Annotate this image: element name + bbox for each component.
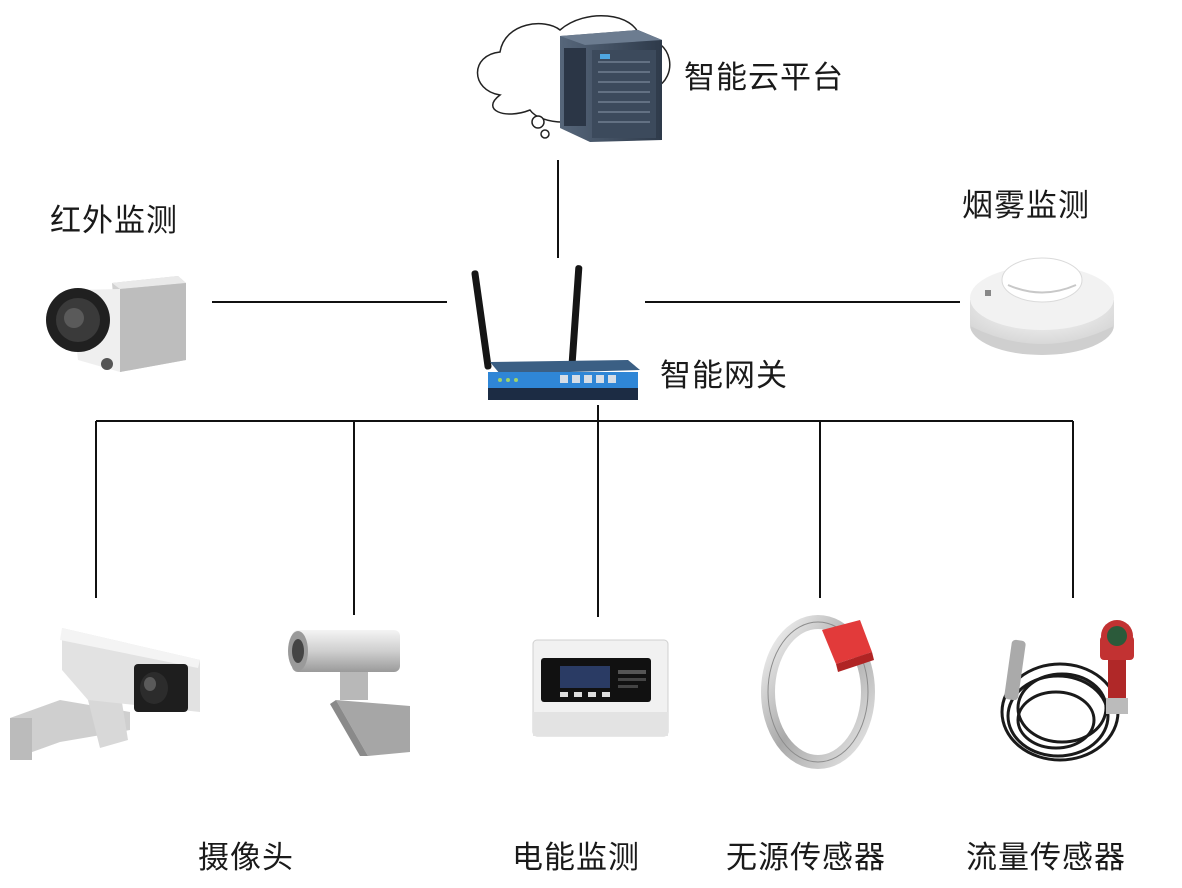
smoke-detector-icon <box>970 257 1114 355</box>
label-gateway: 智能网关 <box>660 358 788 394</box>
label-infrared: 红外监测 <box>50 203 178 239</box>
label-power: 电能监测 <box>512 840 640 876</box>
label-cloud-platform: 智能云平台 <box>684 60 844 96</box>
cctv-camera-icon <box>288 630 410 756</box>
label-camera: 摄像头 <box>198 840 294 876</box>
label-flow-sensor: 流量传感器 <box>966 840 1126 876</box>
wireless-router-icon <box>471 265 640 400</box>
label-passive-sensor: 无源传感器 <box>726 840 886 876</box>
cctv-camera-icon <box>10 628 200 760</box>
cloud-server-icon <box>476 14 671 142</box>
flow-sensor-icon <box>1000 620 1134 762</box>
power-meter-icon <box>532 639 669 737</box>
connection-lines <box>95 160 1074 617</box>
thermal-camera-icon <box>46 276 186 372</box>
label-smoke: 烟雾监测 <box>962 188 1090 224</box>
clamp-sensor-icon <box>761 615 875 769</box>
